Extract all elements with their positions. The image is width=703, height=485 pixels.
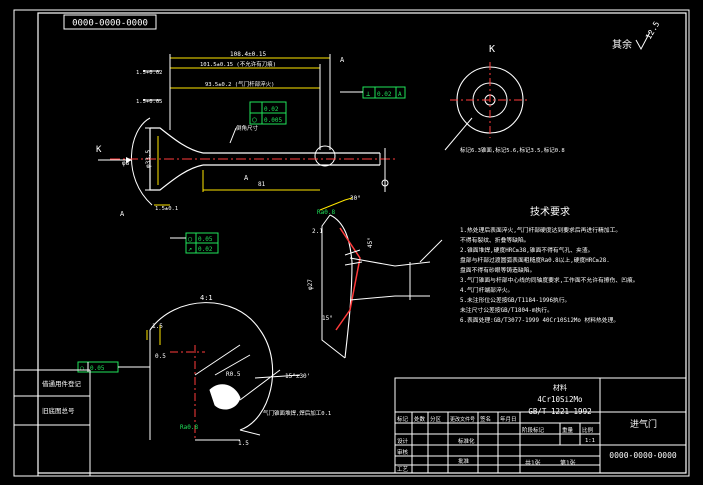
tech-req-line: 未注尺寸公差按GB/T1804-m执行。 — [460, 306, 553, 314]
tb-scale-label: 比例 — [582, 426, 594, 434]
detail-ra: Ra0.8 — [180, 424, 198, 431]
section-seat-width: 2.1 — [312, 228, 323, 235]
section-seat-angle: 45° — [367, 237, 374, 248]
gdt-4-value: 0.02 — [198, 246, 213, 253]
tech-req-line: 3.气门锥面与杆部中心线的同轴度要求,工作面不允许有擦伤、凹痕。 — [460, 276, 639, 284]
leader-line — [229, 127, 237, 144]
title-block — [394, 377, 687, 474]
tb-process: 工艺 — [397, 466, 409, 473]
title-block-drawing-number: 0000-0000-0000 — [609, 451, 677, 460]
section-head-thk: φ27 — [307, 279, 314, 290]
tb-stage: 阶段标记 — [522, 426, 545, 434]
tb-mark: 标记 — [397, 415, 409, 423]
main-dimensions — [143, 54, 331, 206]
tb-zone: 分区 — [430, 415, 442, 423]
view-k — [444, 62, 530, 151]
detail-angle: 15°±30' — [285, 373, 310, 380]
drawing-number: 0000-0000-0000 — [72, 19, 148, 29]
gdt-1-value: 0.02 — [377, 91, 392, 98]
detail-view — [146, 302, 301, 441]
material-1: 4Cr10Si2Mo — [537, 395, 583, 404]
tb-weight: 重量 — [562, 426, 574, 434]
dim-overall-length: 108.4±0.15 — [230, 51, 267, 58]
gdt-5-value: 0.05 — [90, 365, 105, 372]
tech-req-line: 4.气门杆端部淬火。 — [460, 286, 513, 294]
gdt-5-symbol: ○ — [80, 364, 84, 372]
tech-req-line: 盘面不得有砂眼等铸造缺陷。 — [460, 266, 535, 274]
material-label: 材料 — [553, 383, 567, 392]
detail-note: 气门锥面堆焊,焊后加工0.1 — [263, 409, 331, 417]
dim-tip-2: 1.5+0.05 — [136, 99, 163, 105]
gdt-3-value: 0.05 — [198, 236, 213, 243]
leader-note: 倒角尺寸 — [236, 124, 259, 132]
tb-design: 设计 — [397, 437, 409, 445]
inner-border — [37, 12, 687, 474]
dim-length-2: 101.5±0.15 (不允许有刀痕) — [200, 60, 276, 68]
tb-scale: 1:1 — [585, 438, 595, 444]
view-k-note: 标记6.3锥面,标记5.6,标记3.5,标记0.8 — [460, 146, 565, 154]
tb-date: 年月日 — [500, 415, 517, 423]
gdt-2-symbol: ○ — [252, 115, 257, 124]
left-strip — [13, 369, 91, 477]
detail-dim-2: 0.5 — [155, 353, 166, 360]
dim-stem-dia: φ8 — [122, 160, 130, 167]
tb-sign: 签名 — [480, 415, 491, 423]
datum-letter-head: A — [120, 210, 125, 218]
section-angle: 30° — [350, 195, 361, 202]
tb-review: 审核 — [397, 448, 409, 456]
tb-standard: 标准化 — [458, 437, 475, 445]
datum-letter-top: A — [340, 56, 345, 64]
dim-stem-len: 81 — [258, 181, 266, 188]
detail-r: R0.5 — [226, 371, 241, 378]
view-arrow-label: K — [96, 145, 102, 155]
view-k-label: K — [489, 44, 495, 55]
gdt-1-ref: A — [398, 91, 402, 98]
gdt-4-symbol: ↗ — [188, 245, 192, 253]
section-view — [319, 197, 443, 359]
tech-req-title: 技术要求 — [530, 205, 570, 218]
section-ra: Ra0.8 — [317, 209, 335, 216]
roughness-symbol-icon — [635, 31, 651, 51]
dim-seat-len: 1.5±0.1 — [155, 206, 178, 212]
tech-req-line: 2.锥面堆焊,硬度HRC≥38,锥面不得有气孔、夹渣。 — [460, 246, 593, 254]
drawing-number-box — [63, 14, 157, 30]
dim-length-3: 93.5±0.2 (气门杆部淬火) — [205, 80, 274, 88]
view-arrow-icon — [126, 157, 132, 163]
section-chamfer: 15° — [322, 315, 333, 322]
tech-req-line: 5.未注形位公差按GB/T1184-1996执行。 — [460, 296, 570, 304]
left-strip-1: 借通用件登记 — [42, 379, 82, 388]
datum-letter-stem: A — [244, 174, 249, 182]
tech-req-line: 不得有裂纹、折叠等缺陷。 — [460, 236, 530, 244]
gdt-1-symbol: ⊥ — [366, 90, 370, 98]
gdt-3-symbol: ○ — [188, 235, 192, 243]
detail-scale: 4:1 — [200, 294, 213, 302]
tb-sheet: 第1张 — [560, 459, 576, 467]
tech-req-line: 6.表面处理:GB/T3077-1999 40Cr10Si2Mo 材料热处理。 — [460, 316, 619, 324]
tb-approve: 批准 — [458, 457, 470, 465]
tb-count: 处数 — [414, 415, 426, 423]
gdt-frame-2 — [249, 101, 287, 125]
roughness-label: 其余 — [612, 38, 632, 51]
tech-req-line: 盘部与杆部过渡圆弧表面粗糙度Ra0.8以上,硬度HRC≥28. — [460, 256, 610, 264]
tb-change-doc: 更改文件号 — [450, 416, 475, 423]
tech-requirements: 1.热处理后表面淬火,气门杆部硬度达到要求后再进行精加工。 不得有裂纹、折叠等缺… — [460, 226, 639, 324]
material-2: GB/T 1221-1992 — [528, 407, 591, 416]
gdt-2-value-top: 0.02 — [264, 106, 279, 113]
detail-dim-1: 1.5 — [152, 323, 163, 330]
tech-req-line: 1.热处理后表面淬火,气门杆部硬度达到要求后再进行精加工。 — [460, 226, 621, 234]
part-name: 进气门 — [630, 418, 657, 430]
outer-border — [13, 9, 690, 477]
tb-sheets: 共1张 — [525, 459, 541, 467]
dim-head-dia: φ33.5 — [145, 150, 152, 168]
gdt-2-value: 0.005 — [264, 117, 282, 124]
detail-dim-3: 1.5 — [238, 440, 249, 447]
valve-main-view — [110, 117, 395, 206]
gdt-frame-3 — [170, 232, 219, 254]
left-strip-2: 旧底图总号 — [42, 406, 75, 415]
gdt-frame-1 — [340, 86, 406, 99]
roughness-value: 12.5 — [644, 20, 662, 41]
dim-tip-1: 1.5+0.02 — [136, 70, 163, 76]
